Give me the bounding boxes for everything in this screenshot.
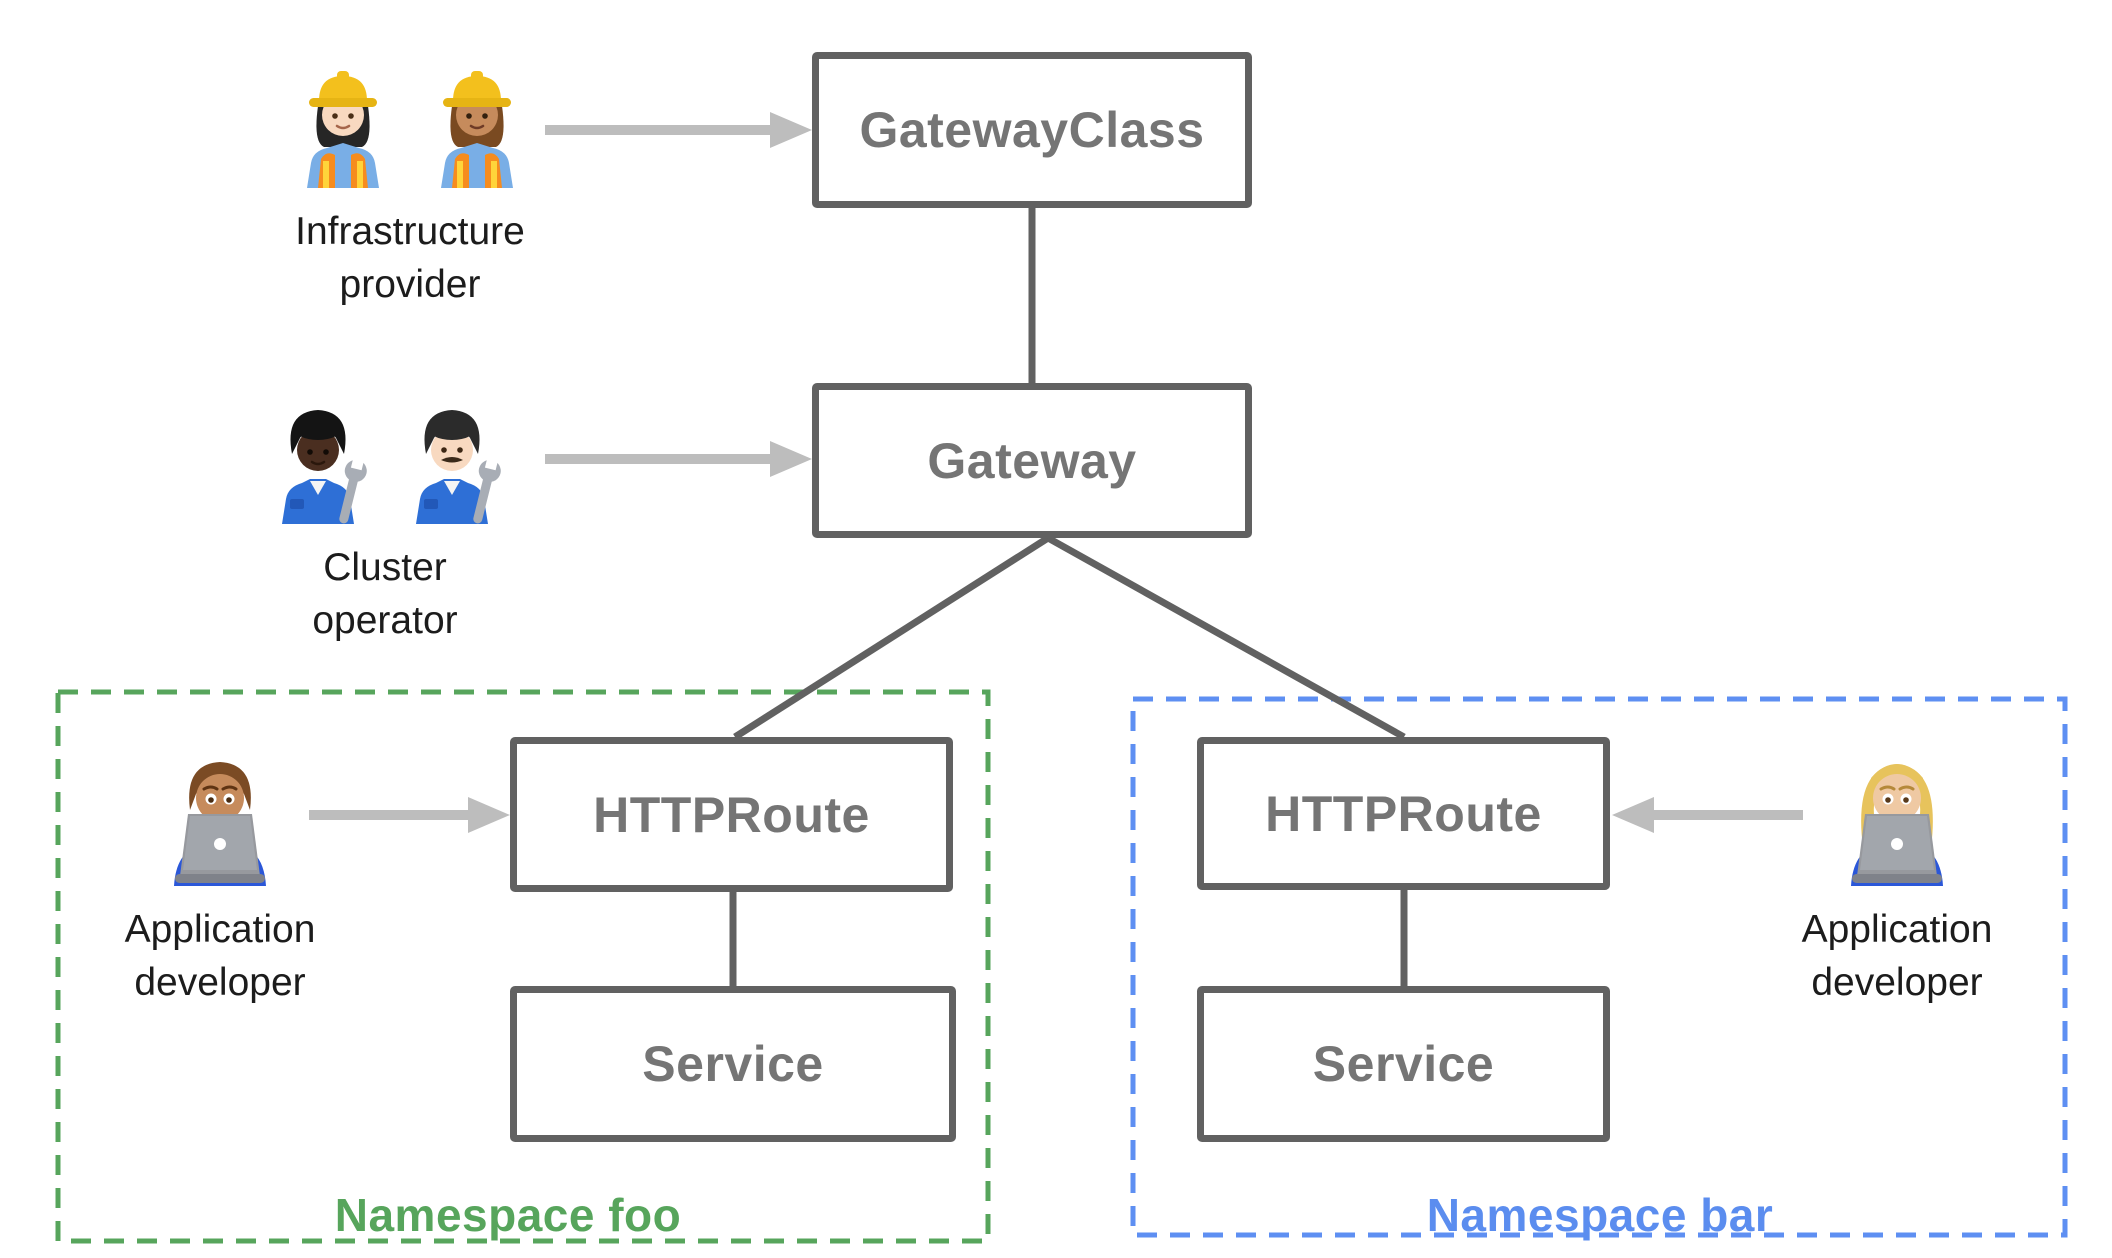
persona-infrastructure-provider: Infrastructure provider — [225, 62, 595, 311]
cluster-operator-icons — [268, 398, 502, 524]
connector-gateway-httproute-bar — [1046, 534, 1406, 741]
node-service-bar-label: Service — [1312, 1036, 1495, 1092]
node-service-foo-label: Service — [642, 1036, 824, 1092]
application-developer-bar-icons — [1839, 752, 1955, 886]
connector-gateway-httproute-foo — [733, 535, 1050, 740]
node-httproute-bar-label: HTTPRoute — [1265, 785, 1542, 842]
node-httproute-foo-label: HTTPRoute — [593, 786, 870, 843]
node-gateway-label: Gateway — [927, 432, 1137, 489]
namespace-bar-boundary — [1130, 696, 2068, 1238]
namespace-bar-label: Namespace bar — [1426, 1189, 1774, 1241]
persona-application-developer-foo: Application developer — [95, 752, 345, 1009]
node-service-bar: Service — [1197, 986, 1610, 1142]
namespace-foo-boundary — [55, 689, 991, 1244]
application-developer-foo-icons — [162, 752, 278, 886]
man-mechanic-light-skin-icon — [416, 410, 501, 524]
node-gateway: Gateway — [812, 383, 1252, 538]
node-httproute-foo: HTTPRoute — [510, 737, 953, 892]
arrow-infrastructure-provider-to-gatewayclass — [545, 112, 812, 148]
infrastructure-provider-icons — [293, 62, 527, 188]
persona-cluster-operator: Cluster operator — [205, 398, 565, 647]
node-gatewayclass-label: GatewayClass — [859, 102, 1205, 158]
node-gatewayclass: GatewayClass — [812, 52, 1252, 208]
application-developer-foo-label: Application developer — [124, 908, 316, 1004]
application-developer-bar-label: Application developer — [1801, 908, 1993, 1004]
cluster-operator-label: Cluster operator — [312, 546, 458, 642]
woman-construction-worker-medium-skin-icon — [441, 71, 513, 188]
woman-technologist-icon — [1851, 764, 1943, 886]
man-technologist-icon — [174, 762, 266, 886]
persona-application-developer-bar: Application developer — [1772, 752, 2022, 1009]
mechanic-dark-skin-icon — [282, 410, 367, 524]
node-httproute-bar: HTTPRoute — [1197, 737, 1610, 890]
namespace-foo-label: Namespace foo — [334, 1189, 682, 1241]
arrow-app-developer-to-httproute-foo — [309, 797, 510, 833]
node-service-foo: Service — [510, 986, 956, 1142]
arrow-app-developer-to-httproute-bar — [1612, 797, 1803, 833]
infrastructure-provider-label: Infrastructure provider — [295, 210, 525, 306]
arrow-cluster-operator-to-gateway — [545, 441, 812, 477]
woman-construction-worker-light-skin-icon — [307, 71, 379, 188]
